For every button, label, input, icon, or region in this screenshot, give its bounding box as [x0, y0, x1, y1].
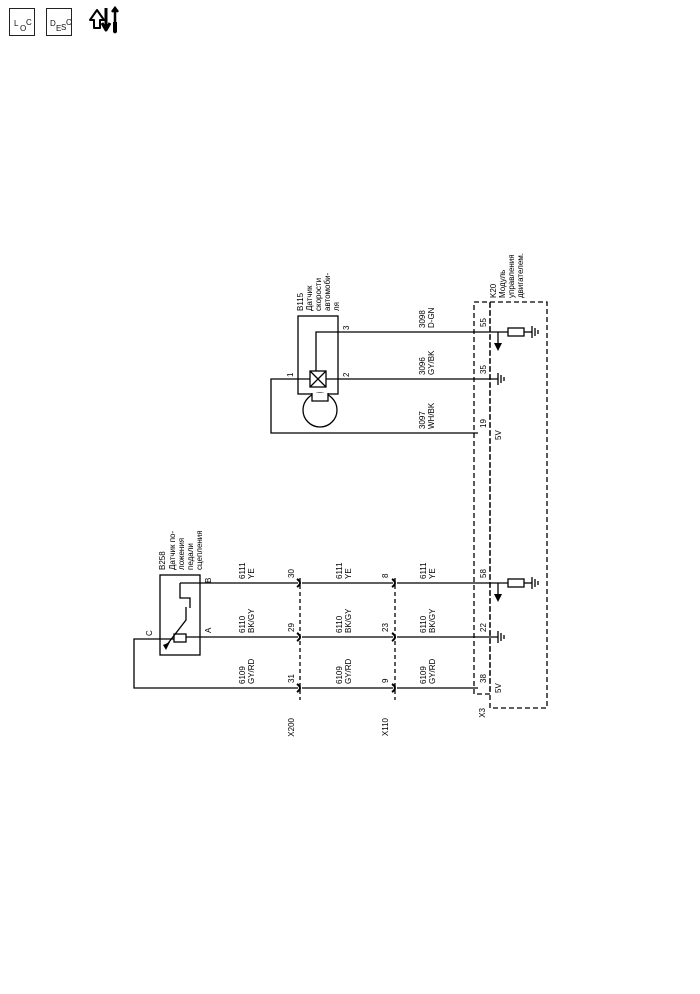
b115-id: B115 — [296, 292, 305, 311]
k20-module-box — [489, 301, 548, 709]
desc-letter-d: D — [50, 19, 56, 28]
w6110-color-a: BK/GY — [247, 608, 256, 633]
w6109-circuit-a: 6109 — [238, 666, 247, 684]
b115-name-4: ля — [332, 302, 341, 311]
wire-6109 — [133, 638, 478, 689]
desc-letter-c: C — [66, 18, 72, 27]
pin-x200-30: 30 — [287, 569, 296, 578]
ground-symbol-35 — [497, 373, 505, 385]
pin-k20-38: 38 — [479, 674, 488, 683]
pin-k20-35: 35 — [479, 365, 488, 374]
b258-sensor-box — [159, 574, 201, 656]
k20-name-3: двигателем. — [516, 253, 525, 298]
resistor-58 — [507, 577, 539, 589]
b258-pin-b: B — [204, 578, 213, 583]
voltage-5v-top: 5V — [494, 430, 503, 440]
pin-x110-8: 8 — [381, 573, 390, 578]
desc-letter-s: S — [61, 23, 67, 32]
pin-k20-55: 55 — [479, 318, 488, 327]
b258-name-4: сцепления — [195, 530, 204, 570]
label-x200: X200 — [287, 717, 296, 736]
w6111-color-a: YE — [247, 568, 256, 579]
w6111-circuit-c: 6111 — [419, 562, 428, 579]
b115-name-1: Датчик — [305, 285, 314, 311]
b258-name-3: педали — [186, 543, 195, 570]
k20-name-2: управления — [507, 254, 516, 298]
resistor-55 — [507, 326, 539, 338]
w6110-color-b: BK/GY — [344, 608, 353, 633]
pin-x110-23: 23 — [381, 623, 390, 632]
b258-name-2: ложения — [177, 538, 186, 570]
location-button[interactable]: L O C — [9, 8, 35, 36]
arrows-wrench-icon — [89, 5, 119, 34]
w3098-circuit: 3098 — [418, 310, 427, 328]
w6111-color-b: YE — [344, 568, 353, 579]
pin-k20-22: 22 — [479, 623, 488, 632]
loc-letter-c: C — [26, 18, 32, 27]
b258-potentiometer — [173, 633, 187, 643]
w6109-circuit-b: 6109 — [335, 666, 344, 684]
w3098-color: D-GN — [427, 307, 436, 328]
b115-name-2: скорости — [314, 278, 323, 311]
loc-letter-l: L — [14, 19, 19, 28]
toolbar: L O C D E S C — [0, 0, 140, 44]
b115-name-3: автомоби- — [323, 272, 332, 311]
label-x110: X110 — [381, 717, 390, 736]
b258-pin-a: A — [204, 627, 213, 633]
b258-id: B258 — [158, 551, 167, 570]
description-button[interactable]: D E S C — [46, 8, 72, 36]
ground-symbol-22 — [497, 631, 505, 643]
w6110-circuit-a: 6110 — [238, 615, 247, 633]
w6111-circuit-b: 6111 — [335, 562, 344, 579]
b115-pin-1: 1 — [286, 372, 295, 377]
pin-k20-19: 19 — [479, 419, 488, 428]
w3096-color: GY/BK — [427, 350, 436, 375]
w6111-color-c: YE — [428, 568, 437, 579]
desc-letter-e: E — [56, 24, 62, 33]
label-x3: X3 — [478, 707, 487, 717]
b258-name-1: Датчик по- — [168, 531, 177, 570]
k20-name-1: Модуль — [498, 270, 507, 298]
tools-button[interactable] — [86, 4, 126, 38]
w6109-color-c: GY/RD — [428, 658, 437, 684]
w3097-color: WH/BK — [427, 402, 436, 429]
w6109-color-b: GY/RD — [344, 658, 353, 684]
k20-id: K20 — [489, 283, 498, 298]
b115-pin-3: 3 — [342, 325, 351, 330]
x3-connector-box — [473, 301, 491, 695]
loc-letter-o: O — [20, 24, 27, 33]
w6111-circuit-a: 6111 — [238, 562, 247, 579]
pin-x200-31: 31 — [287, 674, 296, 683]
pin-x110-9: 9 — [381, 678, 390, 683]
wire-3098 — [315, 331, 508, 377]
b258-pin-c: C — [145, 630, 154, 636]
w6110-circuit-c: 6110 — [419, 615, 428, 633]
w6110-circuit-b: 6110 — [335, 615, 344, 633]
pin-k20-58: 58 — [479, 569, 488, 578]
w3096-circuit: 3096 — [418, 357, 427, 375]
pin-x200-29: 29 — [287, 623, 296, 632]
w6109-circuit-c: 6109 — [419, 666, 428, 684]
voltage-5v-bottom: 5V — [494, 683, 503, 693]
w6110-color-c: BK/GY — [428, 608, 437, 633]
wire-3097 — [270, 378, 478, 434]
w6109-color-a: GY/RD — [247, 658, 256, 684]
b115-pin-2: 2 — [342, 372, 351, 377]
w3097-circuit: 3097 — [418, 411, 427, 429]
